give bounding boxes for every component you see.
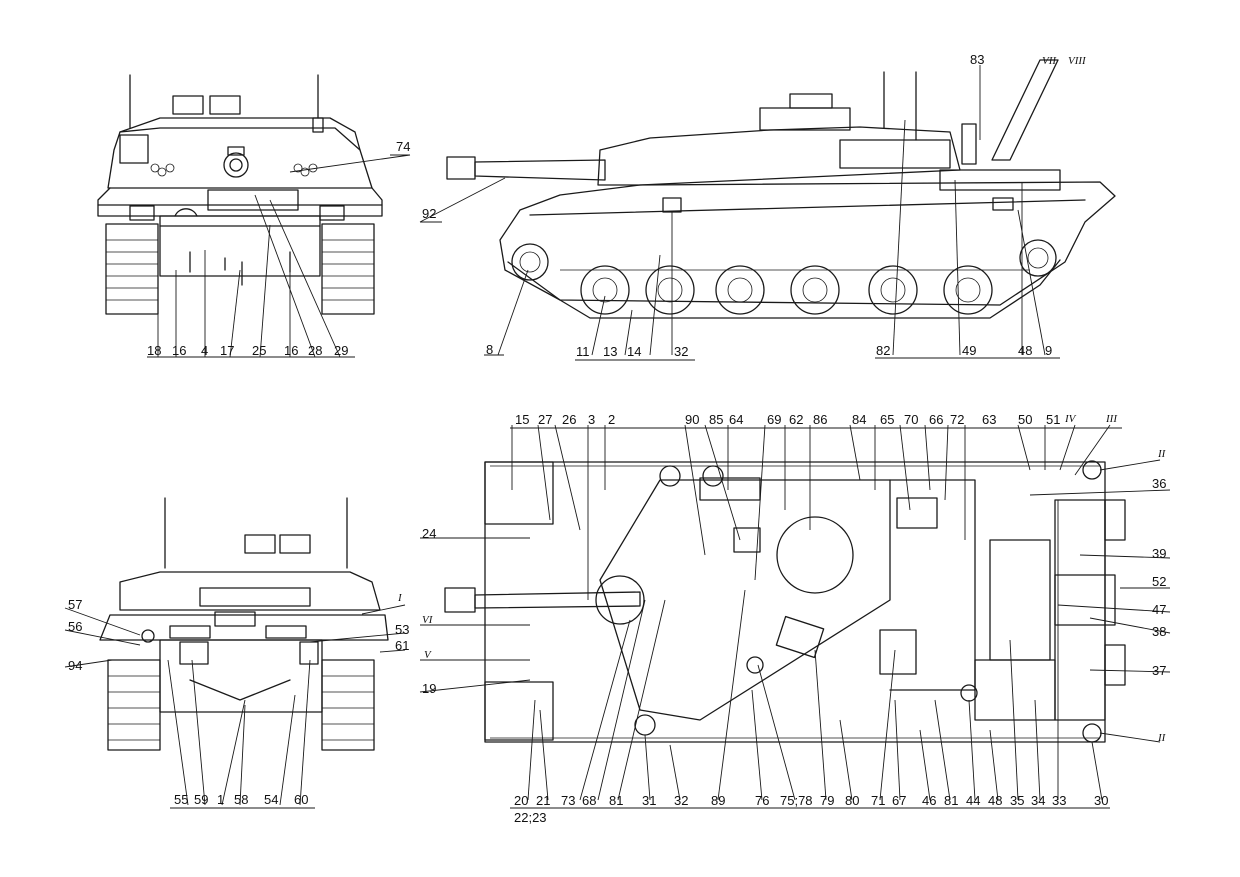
callout-16: 16 [284,343,298,358]
callout-44: 44 [966,793,980,808]
callout-62: 62 [789,412,803,427]
callout-14: 14 [627,344,641,359]
callout-92: 92 [422,206,436,221]
callout-58: 58 [234,792,248,807]
callout-16: 16 [172,343,186,358]
callout-61: 61 [395,638,409,653]
callout-49: 49 [962,343,976,358]
callout-9: 9 [1045,343,1052,358]
callout-90: 90 [685,412,699,427]
callout-63: 63 [982,412,996,427]
callout-34: 34 [1031,793,1045,808]
callout-59: 59 [194,792,208,807]
callout-2: 2 [608,412,615,427]
callout-71: 71 [871,793,885,808]
callout-4: 4 [201,343,208,358]
callout-50: 50 [1018,412,1032,427]
callout-IV: IV [1064,413,1077,425]
callout-47: 47 [1152,602,1166,617]
callout-69: 69 [767,412,781,427]
callout-1: 1 [217,792,224,807]
callout-81: 81 [944,793,958,808]
callout-52: 52 [1152,574,1166,589]
callout-38: 38 [1152,624,1166,639]
callout-17: 17 [220,343,234,358]
callout-22-23: 22;23 [514,810,547,825]
callout-85: 85 [709,412,723,427]
side-view [446,59,1116,319]
callout-54: 54 [264,792,278,807]
callout-39: 39 [1152,546,1166,561]
callout-53: 53 [395,622,409,637]
callout-70: 70 [904,412,918,427]
callout-35: 35 [1010,793,1024,808]
callout-60: 60 [294,792,308,807]
front-view [97,74,383,315]
callout-37: 37 [1152,663,1166,678]
callout-27: 27 [538,412,552,427]
callout-89: 89 [711,793,725,808]
callout-48: 48 [988,793,1002,808]
callout-32: 32 [674,793,688,808]
leader-lines [64,65,1171,809]
callout-26: 26 [562,412,576,427]
callout-72: 72 [950,412,964,427]
callout-82: 82 [876,343,890,358]
callout-66: 66 [929,412,943,427]
callout-57: 57 [68,597,82,612]
callout-46: 46 [922,793,936,808]
callout-VIII: VIII [1068,55,1087,67]
callout-20: 20 [514,793,528,808]
callout-83: 83 [970,52,984,67]
callout-86: 86 [813,412,827,427]
callout-II-bottom: II [1157,732,1167,744]
callout-56: 56 [68,619,82,634]
callout-31: 31 [642,793,656,808]
callout-19: 19 [422,681,436,696]
callout-18: 18 [147,343,161,358]
callout-13: 13 [603,344,617,359]
callout-73: 73 [561,793,575,808]
callout-24: 24 [422,526,436,541]
callout-67: 67 [892,793,906,808]
callout-III: III [1105,413,1118,425]
callout-28: 28 [308,343,322,358]
callout-8: 8 [486,342,493,357]
callout-33: 33 [1052,793,1066,808]
callout-V: V [424,649,432,661]
callout-94: 94 [68,658,82,673]
callout-48: 48 [1018,343,1032,358]
callout-11: 11 [576,344,590,359]
callout-68: 68 [582,793,596,808]
callout-II-top: II [1157,448,1167,460]
callout-labels: 74 18 16 4 17 25 16 28 29 83 VII VIII 92… [68,52,1167,825]
callout-65: 65 [880,412,894,427]
callout-VI: VI [422,614,434,626]
callout-32: 32 [674,344,688,359]
callout-64: 64 [729,412,743,427]
callout-I: I [397,592,403,604]
callout-74: 74 [396,139,410,154]
callout-76: 76 [755,793,769,808]
plan-view [444,460,1126,743]
callout-36: 36 [1152,476,1166,491]
callout-21: 21 [536,793,550,808]
callout-75-78: 75;78 [780,793,813,808]
rear-view [99,497,389,751]
callout-84: 84 [852,412,866,427]
callout-15: 15 [515,412,529,427]
callout-81: 81 [609,793,623,808]
callout-3: 3 [588,412,595,427]
callout-30: 30 [1094,793,1108,808]
callout-80: 80 [845,793,859,808]
callout-55: 55 [174,792,188,807]
callout-VII: VII [1042,55,1057,67]
callout-79: 79 [820,793,834,808]
callout-51: 51 [1046,412,1060,427]
callout-25: 25 [252,343,266,358]
callout-29: 29 [334,343,348,358]
